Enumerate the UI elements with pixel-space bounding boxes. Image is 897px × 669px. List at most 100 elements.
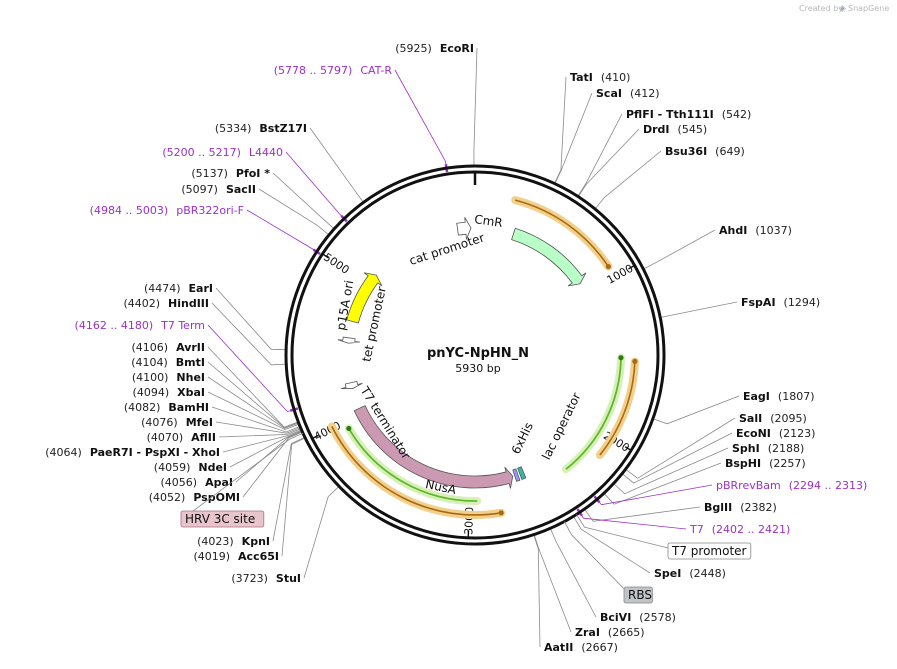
site-name-kpni: KpnI — [242, 535, 270, 548]
site-pos-bsu36i: (649) — [715, 145, 745, 158]
site-xbai: (4094)XbaI — [133, 386, 205, 399]
site-name-bmti: BmtI — [176, 356, 205, 369]
site-pos-pspomi: (4052) — [149, 491, 186, 504]
site-bcivi: BciVI(2578) — [600, 611, 676, 624]
site-pos-drdi: (545) — [678, 123, 708, 136]
leader-drdi — [577, 128, 640, 197]
site-name-eagi: EagI — [743, 390, 770, 403]
site-pos-scai: (412) — [630, 87, 660, 100]
leader-mfei — [215, 421, 301, 434]
site-pos-bglii: (2382) — [740, 501, 777, 514]
site-pos-xbai: (4094) — [133, 386, 170, 399]
site-bamhi: (4082)BamHI — [124, 401, 209, 414]
leader-pspomi — [242, 431, 303, 498]
site-bstz17i: (5334)BstZ17I — [215, 122, 307, 135]
site-name-zrai: ZraI — [575, 626, 600, 639]
site-name-paer7i-pspxi-xhoi: PaeR7I - PspXI - XhoI — [90, 446, 220, 459]
leader-pbr322ori-f — [246, 209, 317, 253]
site-pos-stui: (3723) — [231, 572, 268, 585]
site-name-econi: EcoNI — [736, 427, 771, 440]
site-aatii: AatII (2667) — [544, 641, 618, 654]
site-pos-bmti: (4104) — [131, 356, 168, 369]
site-eari: (4474)EarI — [144, 282, 213, 295]
orf-right-head — [632, 358, 638, 364]
site-pos-acc65i: (4019) — [193, 550, 230, 563]
site-name-tati: TatI — [570, 71, 593, 84]
feature-T7-terminator — [341, 380, 363, 390]
site-pos-pfoi: (5137) — [191, 167, 228, 180]
leader-sacii — [258, 188, 330, 236]
leader-scai — [554, 92, 593, 184]
site-eagi: EagI(1807) — [743, 390, 814, 403]
orf-cmr-head — [605, 263, 611, 270]
site-pos-pflfi-tth111i: (542) — [722, 108, 752, 121]
boxed-t7-promoter: T7 promoter — [576, 514, 752, 560]
site-sacii: (5097)SacII — [181, 183, 256, 196]
orf-bottom — [331, 426, 502, 516]
orf-cmr — [514, 199, 610, 268]
orf-right — [599, 361, 636, 456]
site-name-eari: EarI — [189, 282, 213, 295]
site-pos-aatii: (2667) — [581, 641, 618, 654]
site-bglii: BglII(2382) — [704, 501, 777, 514]
site-name-cat-r: CAT-R — [360, 64, 392, 77]
site-pos-ecori: (5925) — [395, 42, 432, 55]
site-sphi: SphI(2188) — [732, 442, 804, 455]
site-kpni: (4023)KpnI — [197, 535, 270, 548]
site-ndei: (4059)NdeI — [154, 461, 227, 474]
site-name-ndei: NdeI — [198, 461, 227, 474]
leader-paer7i-pspxi-xhoi — [222, 429, 302, 453]
leader-kpni — [272, 436, 305, 542]
leader-bmti — [207, 361, 299, 429]
tick-mark-5000 — [322, 253, 329, 259]
site-pos-sphi: (2188) — [768, 442, 805, 455]
box-leader-hrv-3c-site — [184, 432, 304, 518]
site-pos-pbrrevbam: (2294 .. 2313) — [789, 479, 868, 492]
leader-pflfi-tth111i — [577, 113, 623, 197]
site-ecori: (5925)EcoRI — [395, 42, 474, 55]
plasmid-name: pnYC-NpHN_N — [427, 346, 529, 361]
leader-aatii — [533, 534, 541, 648]
site-pos-tati: (410) — [601, 71, 631, 84]
site-name-l4440: L4440 — [249, 146, 283, 159]
site-name-aatii: AatII — [544, 641, 573, 654]
site-mfei: (4076)MfeI — [141, 416, 213, 429]
tick-label-5000: 5000 — [321, 251, 352, 277]
site-pflfi-tth111i: PflFI - Tth111I (542) — [626, 108, 751, 121]
site-pos-t7-term: (4162 .. 4180) — [75, 319, 154, 332]
site-name-pflfi-tth111i: PflFI - Tth111I — [626, 108, 714, 121]
site-name-apai: ApaI — [205, 476, 233, 489]
leader-ecori — [473, 47, 478, 167]
site-pos-t7: (2402 .. 2421) — [712, 523, 791, 536]
leader-tati — [554, 76, 567, 184]
site-cat-r: (5778 .. 5797)CAT-R — [274, 64, 393, 77]
site-name-nhei: NheI — [176, 371, 205, 384]
box-label-hrv-3c-site: HRV 3C site — [185, 512, 255, 526]
site-pbr322ori-f: (4984 .. 5003)pBR322ori-F — [90, 204, 244, 217]
site-pos-pbr322ori-f: (4984 .. 5003) — [90, 204, 169, 217]
site-t7: T7(2402 .. 2421) — [689, 523, 790, 536]
site-name-sali: SalI — [739, 412, 762, 425]
feature-p15A-ori — [346, 272, 383, 324]
site-pos-avrii: (4106) — [132, 341, 169, 354]
site-name-bstz17i: BstZ17I — [259, 122, 307, 135]
leader-bstz17i — [309, 127, 364, 203]
snapgene-logo: ◈ — [839, 4, 846, 14]
leader-bglii — [584, 506, 701, 522]
site-name-spei: SpeI — [654, 567, 681, 580]
site-pos-hindiii: (4402) — [123, 297, 160, 310]
site-name-fspai: FspAI — [741, 296, 776, 309]
box-bg-rbs — [623, 586, 653, 604]
leader-bsu36i — [594, 150, 662, 210]
site-drdi: DrdI(545) — [643, 123, 707, 136]
site-hindiii: (4402)HindIII — [123, 297, 209, 310]
leader-cat-r — [394, 69, 447, 169]
leader-apai — [235, 430, 303, 483]
credit-prefix: Created by — [799, 4, 843, 13]
site-tati: TatI (410) — [570, 71, 630, 84]
feature-label-NusA: NusA — [424, 477, 458, 497]
site-pos-apai: (4056) — [161, 476, 198, 489]
site-ahdi: AhdI(1037) — [719, 224, 792, 237]
site-sali: SalI(2095) — [739, 412, 807, 425]
